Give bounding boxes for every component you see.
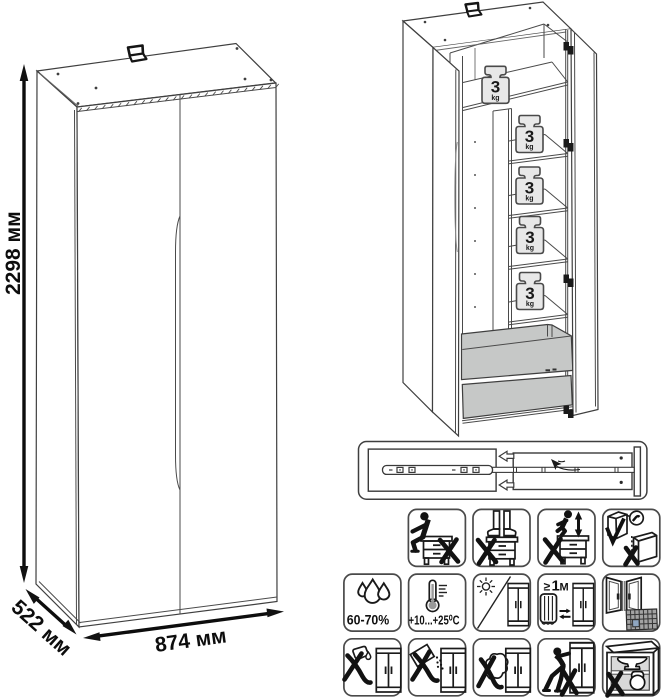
svg-text:kg: kg xyxy=(491,95,499,102)
svg-text:60-70%: 60-70% xyxy=(347,612,390,628)
svg-text:3: 3 xyxy=(525,284,534,303)
svg-text:kg: kg xyxy=(526,245,534,252)
svg-text:3: 3 xyxy=(491,78,500,97)
svg-text:3: 3 xyxy=(525,127,534,146)
svg-text:2298 мм: 2298 мм xyxy=(2,211,25,295)
svg-text:≥: ≥ xyxy=(544,580,551,594)
svg-text:3: 3 xyxy=(525,228,534,247)
svg-text:3: 3 xyxy=(525,178,534,197)
svg-text:kg: kg xyxy=(526,301,534,308)
svg-text:+10...+25⁰C: +10...+25⁰C xyxy=(409,613,460,628)
svg-text:M: M xyxy=(560,582,569,594)
svg-text:kg: kg xyxy=(525,196,533,203)
svg-text:1: 1 xyxy=(552,578,560,595)
svg-text:kg: kg xyxy=(525,144,533,151)
